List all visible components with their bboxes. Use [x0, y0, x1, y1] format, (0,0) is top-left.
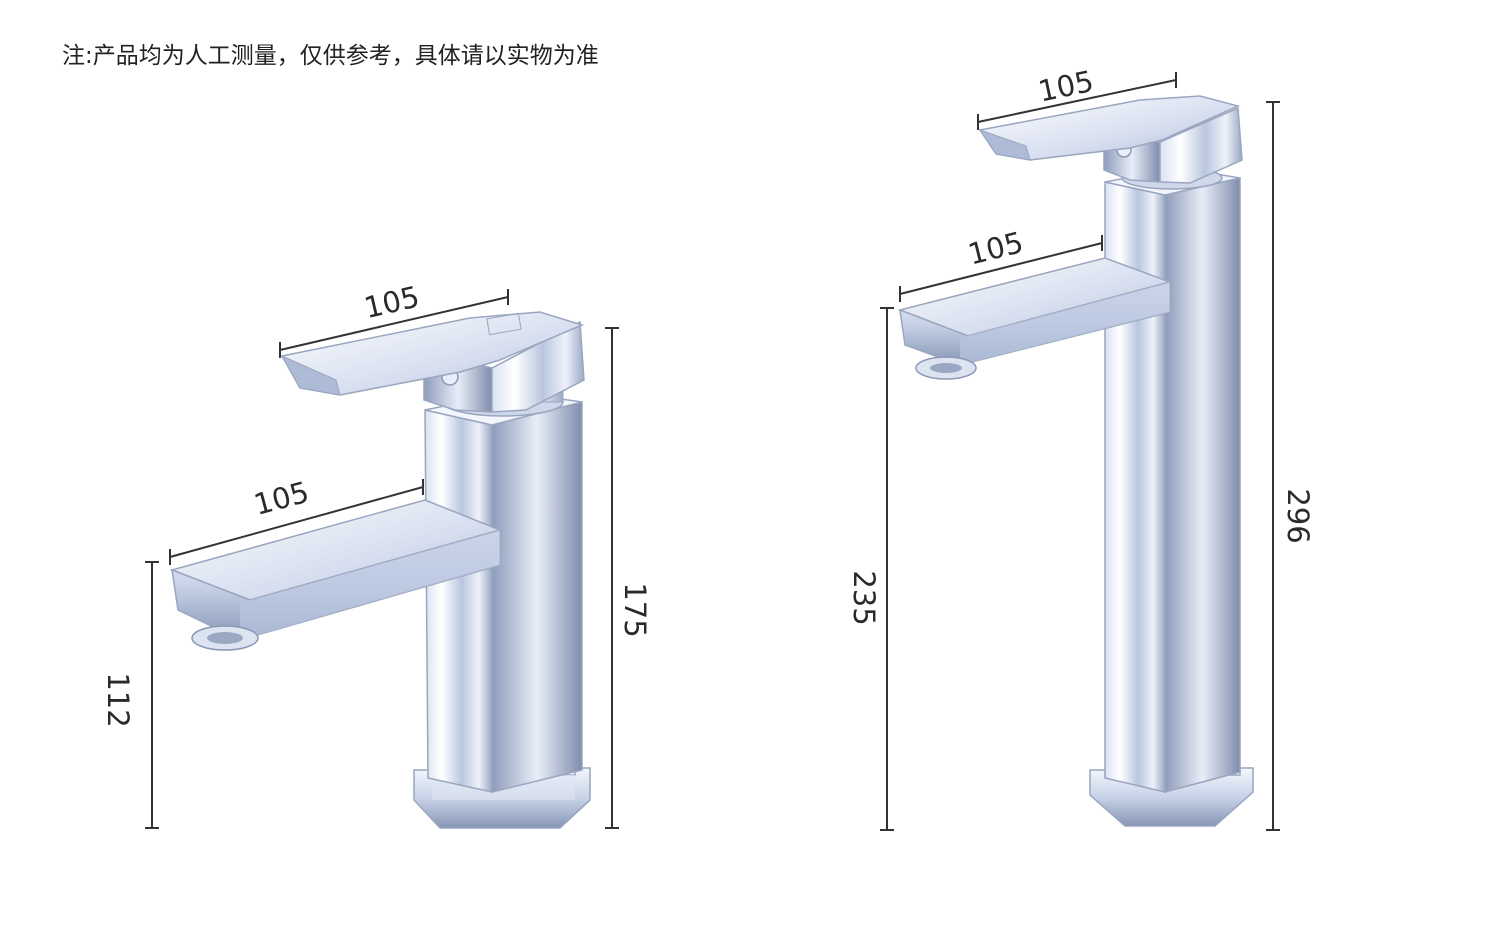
short-total-height-label: 175 — [618, 582, 652, 637]
tall-spout-height-label: 235 — [847, 570, 881, 625]
short-spout-height-label: 112 — [101, 672, 135, 727]
short-faucet-dimension-lines — [145, 289, 619, 829]
short-faucet — [169, 311, 591, 829]
tall-handle-length-label: 105 — [1035, 64, 1096, 109]
short-spout-length-label: 105 — [250, 475, 312, 522]
tall-total-height-label: 296 — [1281, 488, 1315, 543]
tall-faucet — [897, 95, 1254, 827]
measurement-note: 注:产品均为人工测量，仅供参考，具体请以实物为准 — [62, 43, 599, 69]
tall-faucet-dimension-lines — [880, 72, 1280, 831]
